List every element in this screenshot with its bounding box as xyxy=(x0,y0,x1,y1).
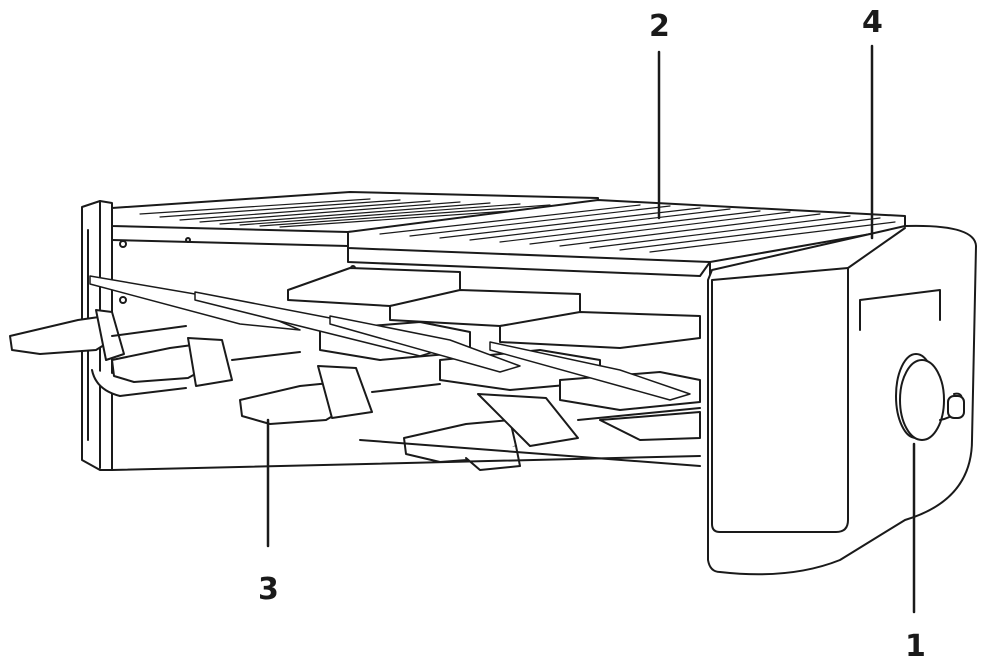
callout-label-3: 3 xyxy=(258,572,279,607)
grill-body-right-housing xyxy=(707,224,977,576)
callout-label-4: 4 xyxy=(862,5,883,40)
leader-lines xyxy=(266,44,916,614)
pan-handle-2 xyxy=(111,337,301,387)
callout-label-2: 2 xyxy=(649,9,670,44)
pan-handles xyxy=(9,309,701,471)
control-knob xyxy=(895,353,965,441)
spatulas xyxy=(89,275,691,401)
grill-base xyxy=(111,439,701,471)
grill-plate-left xyxy=(111,191,599,247)
callout-label-1: 1 xyxy=(905,629,926,664)
pan-handle-3 xyxy=(239,365,441,425)
